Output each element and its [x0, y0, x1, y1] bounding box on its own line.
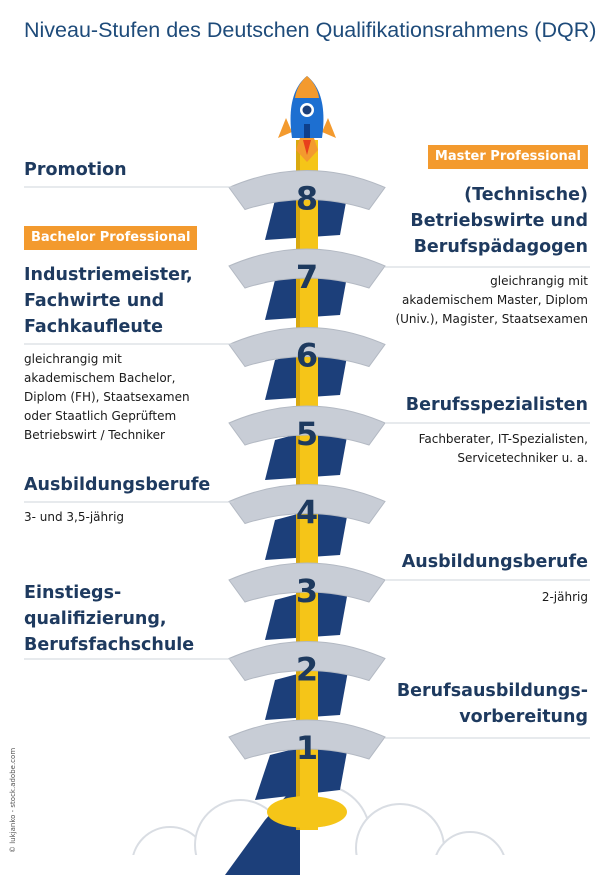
level-number-6: 6: [296, 337, 318, 375]
level-3-left-block: Einstiegs- qualifizierung, Berufsfachsch…: [24, 580, 194, 658]
betriebswirte-desc-line-3: (Univ.), Magister, Staatsexamen: [395, 312, 588, 326]
step-plate-3: [228, 562, 386, 603]
level-number-3: 3: [296, 572, 318, 610]
step-plate-7: [228, 248, 386, 289]
meister-desc-line-5: Betriebswirt / Techniker: [24, 428, 165, 442]
step-plate-1: [228, 719, 386, 760]
vorbereitung-heading-line-1: Berufsausbildungs-: [396, 681, 588, 701]
meister-desc-line-2: akademischem Bachelor,: [24, 371, 176, 385]
level-1-right-block: Berufsausbildungs- vorbereitung: [397, 678, 588, 730]
einstieg-heading-line-3: Berufsfachschule: [24, 635, 195, 655]
level-number-2: 2: [296, 651, 318, 689]
spezialisten-desc-line-1: Fachberater, IT-Spezialisten,: [418, 432, 588, 446]
ausbildungsberufe-left-desc: 3- und 3,5-jährig: [24, 510, 125, 524]
ausbildungsberufe-left-heading: Ausbildungsberufe: [24, 475, 211, 495]
meister-heading-line-3: Fachkaufleute: [24, 317, 164, 337]
meister-heading-line-1: Industriemeister,: [24, 265, 193, 285]
page-title: Niveau-Stufen des Deutschen Qualifikatio…: [24, 18, 597, 42]
level-8-left-block: Promotion: [24, 157, 127, 183]
level-5-right-block: Berufsspezialisten: [406, 392, 588, 418]
meister-heading-line-2: Fachwirte und: [24, 291, 165, 311]
divider-lines: [24, 186, 590, 739]
betriebswirte-heading-line-2: Betriebswirte und: [410, 211, 588, 231]
level-number-4: 4: [296, 494, 318, 532]
meister-desc-line-4: oder Staatlich Geprüftem: [24, 409, 177, 423]
betriebswirte-heading-line-1: (Technische): [464, 185, 588, 205]
step-plate-6: [228, 327, 386, 368]
betriebswirte-desc-line-1: gleichrangig mit: [490, 274, 588, 288]
meister-desc-line-3: Diplom (FH), Staatsexamen: [24, 390, 190, 404]
level-numbers: 1 2 3 4 5 6 7 8: [296, 180, 318, 768]
vorbereitung-heading-line-2: vorbereitung: [459, 707, 588, 727]
level-7-right-block: (Technische) Betriebswirte und Berufspäd…: [410, 182, 588, 260]
level-6-left-block: Industriemeister, Fachwirte und Fachkauf…: [24, 262, 193, 340]
einstieg-heading-line-1: Einstiegs-: [24, 583, 122, 603]
betriebswirte-heading-line-3: Berufspädagogen: [413, 237, 588, 257]
level-number-7: 7: [296, 258, 318, 296]
master-professional-badge: Master Professional: [427, 145, 588, 169]
spezialisten-desc-line-2: Servicetechniker u. a.: [457, 451, 588, 465]
step-plate-8: [228, 170, 386, 211]
level-5-right-desc: Fachberater, IT-Spezialisten, Servicetec…: [419, 430, 588, 468]
ausbildungsberufe-right-desc: 2-jährig: [541, 590, 588, 604]
betriebswirte-desc-line-2: akademischem Master, Diplom: [402, 293, 588, 307]
step-plates: [228, 170, 386, 760]
level-3-right-desc: 2-jährig: [542, 588, 588, 607]
bachelor-professional-badge: Bachelor Professional: [24, 226, 198, 250]
level-number-5: 5: [296, 415, 318, 453]
image-credit: © lukjanko - stock.adobe.com: [9, 747, 17, 853]
meister-desc-line-1: gleichrangig mit: [24, 352, 122, 366]
einstieg-heading-line-2: qualifizierung,: [24, 609, 167, 629]
rocket-icon: [278, 76, 336, 162]
step-plate-4: [228, 484, 386, 525]
step-plate-5: [228, 405, 386, 446]
level-number-8: 8: [296, 180, 318, 218]
level-4-left-desc: 3- und 3,5-jährig: [24, 508, 124, 527]
ausbildungsberufe-right-heading: Ausbildungsberufe: [401, 552, 588, 572]
step-plate-2: [228, 641, 386, 682]
level-7-right-desc: gleichrangig mit akademischem Master, Di…: [395, 272, 588, 329]
level-3-right-block: Ausbildungsberufe: [402, 549, 588, 575]
spezialisten-heading: Berufsspezialisten: [405, 395, 588, 415]
level-number-1: 1: [296, 729, 318, 767]
level-6-left-desc: gleichrangig mit akademischem Bachelor, …: [24, 350, 190, 445]
promotion-heading: Promotion: [24, 160, 127, 180]
cloud-icon: [120, 784, 520, 875]
level-4-left-block: Ausbildungsberufe: [24, 472, 210, 498]
